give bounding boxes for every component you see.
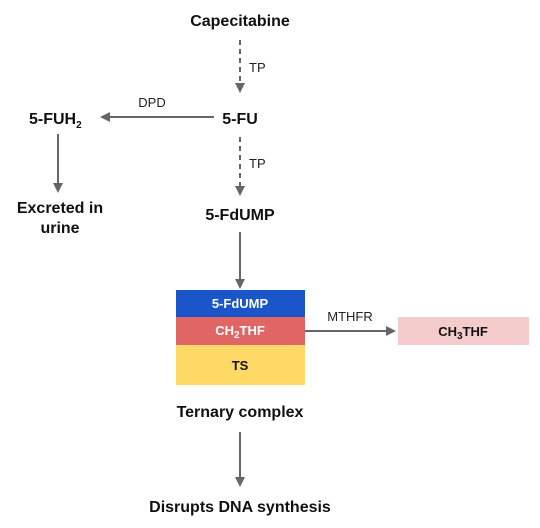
dpd-label: DPD — [138, 95, 165, 110]
ch3thf-post: THF — [463, 324, 488, 339]
capecitabine-label: Capecitabine — [190, 13, 290, 30]
mthfr-label: MTHFR — [327, 309, 373, 324]
ts-layer — [176, 345, 305, 385]
ts-layer-label: TS — [232, 358, 249, 373]
ternary-complex-label: Ternary complex — [177, 404, 304, 421]
ternary-complex-stack: 5-FdUMP CH2THF TS — [176, 290, 305, 385]
5fu-label: 5-FU — [222, 111, 258, 128]
tp-label-2: TP — [249, 156, 266, 171]
disrupts-label: Disrupts DNA synthesis — [149, 499, 331, 516]
ch2thf-subscript: 2 — [234, 330, 240, 341]
5fuh2-base: 5-FUH — [29, 111, 76, 128]
ch3thf-subscript: 3 — [457, 331, 463, 342]
tp-label-1: TP — [249, 60, 266, 75]
5fuh2-label: 5-FUH2 — [29, 111, 82, 131]
excreted-label-line2: urine — [40, 220, 79, 237]
5fdump-label: 5-FdUMP — [205, 207, 275, 224]
5fdump-layer-label: 5-FdUMP — [212, 296, 269, 311]
ch3thf-box — [398, 317, 529, 345]
ch2thf-post: THF — [240, 323, 265, 338]
ch3thf-label: CH3THF — [438, 324, 488, 342]
ch2thf-layer — [176, 317, 305, 345]
ch2thf-layer-label: CH2THF — [215, 323, 265, 341]
5fdump-layer — [176, 290, 305, 317]
ch2thf-pre: CH — [215, 323, 234, 338]
excreted-label-line1: Excreted in — [17, 200, 103, 217]
5fuh2-subscript: 2 — [76, 120, 82, 131]
ch3thf-pre: CH — [438, 324, 457, 339]
